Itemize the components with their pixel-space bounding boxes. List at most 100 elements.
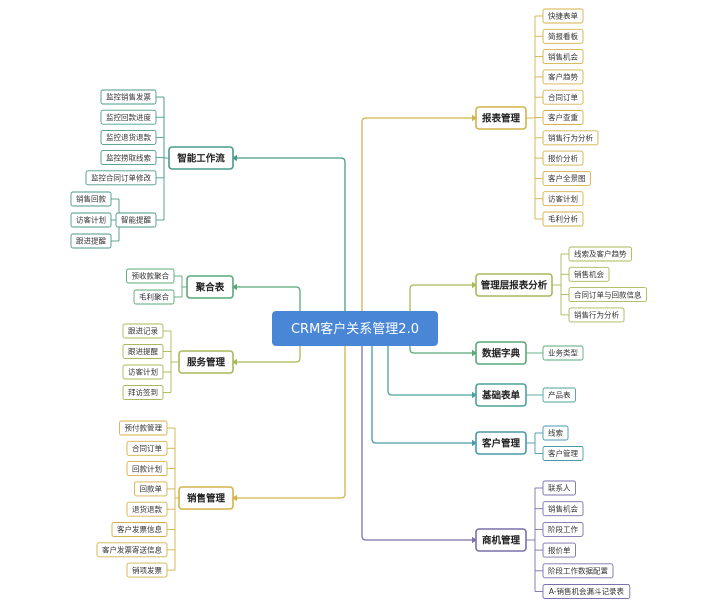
branch-workflow-leaf-3-box [100,150,157,166]
branch-opportunities-leaf-2[interactable]: 阶段工作 [542,521,584,537]
branch-reports-leaf-10-box [542,211,584,227]
branch-reports-leaf-7[interactable]: 报价分析 [542,150,584,166]
branch-reports-leaf-6[interactable]: 销售行为分析 [542,130,599,146]
branch-workflow-leaf-4-box [85,170,157,186]
branch-workflow-leaf-1-label: 监控回款进度 [106,112,151,122]
branch-sales-leaf-3-label: 回款单 [140,484,163,494]
branch-opportunities-leaf-3-label: 报价单 [548,545,571,555]
edge-dictionary-arrow [472,349,477,357]
branch-dictionary[interactable]: 数据字典 [475,341,527,365]
branch-workflow-leaf-0-label: 监控销售发票 [106,92,151,102]
branch-mgmt-reports-leaf-1[interactable]: 销售机会 [568,266,610,282]
branch-mgmt-reports-leaf-0[interactable]: 线索及客户趋势 [568,246,632,262]
branch-reports-leaf-4[interactable]: 合同订单 [542,89,584,105]
branch-mgmt-reports-leaf-1-box [568,266,610,282]
branch-opportunities-box [475,528,527,552]
branch-reports-leaf-9-label: 访客计划 [548,193,578,203]
branch-reports-leaf-3[interactable]: 客户趋势 [542,69,584,85]
root-node[interactable]: CRM客户关系管理2.0 [272,311,438,346]
branch-service-leaf-3[interactable]: 拜访签到 [122,385,164,400]
edge-reports-arrow [472,114,477,122]
branch-workflow-leaf-2[interactable]: 监控退货退款 [100,129,157,145]
branch-sales-leaf-5-label: 客户发票信息 [117,524,162,534]
branch-sales-leaf-2[interactable]: 回款计划 [126,461,168,477]
branch-aggregate[interactable]: 聚合表 [186,275,234,299]
branch-opportunities-leaf-0[interactable]: 联系人 [542,480,576,496]
branch-service-leaf-1[interactable]: 跟进提醒 [122,344,164,359]
branch-mgmt-reports-leaf-2-label: 合同订单与回款信息 [574,289,642,299]
branch-reports[interactable]: 报表管理 [475,106,527,130]
branch-sales-leaf-7[interactable]: 销项发票 [126,562,168,578]
branch-service-leaf-0[interactable]: 跟进记录 [122,323,164,339]
edge-workflow-arrow [232,154,237,162]
branch-mgmt-reports-leaf-3[interactable]: 销售行为分析 [568,307,625,323]
branch-reports-leaf-5[interactable]: 客户查重 [542,110,584,125]
branch-sales-label: 销售管理 [187,493,226,505]
branch-opportunities-leaf-5[interactable]: A-销售机会漏斗记录表 [542,584,631,599]
branch-opportunities-leaf-0-label: 联系人 [548,483,571,493]
branch-service-box [178,350,234,374]
branch-workflow-leaf-3[interactable]: 监控捞取线索 [100,150,157,166]
branch-reports-leaf-2[interactable]: 销售机会 [542,49,584,65]
branch-sales-leaf-4[interactable]: 退货退款 [126,501,168,517]
branch-workflow-sub-leaf-1-label: 访客计划 [76,215,106,225]
branch-customers[interactable]: 客户管理 [475,431,527,455]
branch-reports-leaf-8[interactable]: 客户全景图 [542,170,591,186]
branch-workflow-sub-leaf-2[interactable]: 跟进提醒 [70,233,112,249]
branch-reports-leaf-0[interactable]: 快捷表单 [542,8,584,24]
branch-dictionary-label: 数据字典 [481,348,521,360]
edge-reports [357,117,472,330]
branch-mgmt-reports-leaf-2[interactable]: 合同订单与回款信息 [568,287,647,303]
branch-customers-leaf-1[interactable]: 客户管理 [542,446,584,461]
branch-sales-leaf-0-label: 预付款管理 [125,423,163,433]
branch-aggregate-leaf-1-box [133,289,175,305]
branch-sales-leaf-3[interactable]: 回款单 [134,481,168,497]
branch-reports-leaf-4-label: 合同订单 [548,92,578,102]
branch-sales-leaf-0[interactable]: 预付款管理 [119,420,168,436]
branch-workflow-sub-leaf-0[interactable]: 销售回款 [70,191,112,207]
branch-sales-leaf-6[interactable]: 客户发票寄送信息 [96,542,168,558]
branch-reports-leaf-10[interactable]: 毛利分析 [542,211,584,227]
branch-aggregate-leaf-0[interactable]: 预收款聚合 [126,268,175,284]
branch-service-label: 服务管理 [187,357,226,369]
branch-base-forms-leaf-0[interactable]: 产品表 [542,387,576,403]
branch-customers-leaf-0[interactable]: 线索 [542,425,569,441]
branch-opportunities-label: 商机管理 [482,535,521,547]
branch-sales-leaf-2-box [126,461,168,477]
root-node-box [272,311,438,346]
branch-base-forms[interactable]: 基础表单 [475,383,527,407]
branch-sales-leaf-1[interactable]: 合同订单 [126,440,168,456]
branch-reports-leaf-2-box [542,49,584,65]
branch-sales[interactable]: 销售管理 [178,486,234,510]
branch-workflow-sub-leaf-2-box [70,233,112,249]
branch-opportunities-leaf-3[interactable]: 报价单 [542,542,576,558]
branch-service-leaf-2[interactable]: 访客计划 [122,364,164,380]
branch-workflow-leaf-4-label: 监控合同订单修改 [91,173,151,183]
branch-mgmt-reports[interactable]: 管理层报表分析 [475,273,553,297]
branch-reports-leaf-1-label: 简报看板 [548,31,578,41]
branch-reports-leaf-9[interactable]: 访客计划 [542,191,584,207]
branch-workflow[interactable]: 智能工作流 [168,146,234,170]
branch-workflow-leaf-4[interactable]: 监控合同订单修改 [85,170,157,186]
branch-opportunities-leaf-1[interactable]: 销售机会 [542,501,584,517]
branch-aggregate-leaf-1-label: 毛利聚合 [139,292,169,302]
mind-map-nodes: CRM客户关系管理2.0报表管理快捷表单简报看板销售机会客户趋势合同订单客户查重… [70,8,647,599]
branch-sales-leaf-5[interactable]: 客户发票信息 [111,522,168,537]
branch-sales-leaf-0-box [119,420,168,436]
branch-workflow-leaf-0[interactable]: 监控销售发票 [100,89,157,105]
branch-customers-leaf-0-label: 线索 [548,428,563,438]
branch-opportunities[interactable]: 商机管理 [475,528,527,552]
branch-workflow-sub-leaf-1[interactable]: 访客计划 [70,212,112,228]
branch-dictionary-leaf-0[interactable]: 业务类型 [542,345,584,361]
branch-reports-leaf-1[interactable]: 简报看板 [542,28,584,44]
branch-opportunities-leaf-1-label: 销售机会 [548,503,578,513]
edge-sales [237,327,350,499]
branch-aggregate-leaf-1[interactable]: 毛利聚合 [133,289,175,305]
branch-sales-leaf-6-box [96,542,168,558]
branch-workflow-sub[interactable]: 智能提醒 [115,212,157,228]
branch-workflow-leaf-1[interactable]: 监控回款进度 [100,109,157,125]
branch-sales-leaf-1-box [126,440,168,456]
branch-workflow-leaf-2-label: 监控退货退款 [106,132,151,142]
branch-opportunities-leaf-4[interactable]: 阶段工作数据配置 [542,563,614,579]
branch-service[interactable]: 服务管理 [178,350,234,374]
